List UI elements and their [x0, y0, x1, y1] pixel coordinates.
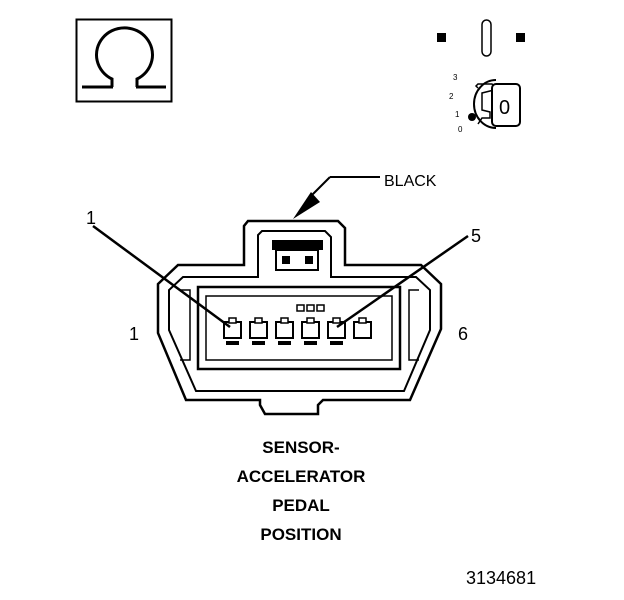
color-label: BLACK — [384, 173, 437, 190]
ignition-key-icon: 3 2 1 0 0 — [437, 19, 525, 134]
key-position-1: 1 — [455, 110, 460, 119]
pin-1-leader — [92, 224, 231, 329]
caption-line: SENSOR- — [262, 438, 340, 457]
key-letter: 0 — [499, 97, 510, 119]
key-position-2: 2 — [449, 92, 454, 101]
ohm-symbol-icon — [75, 18, 173, 103]
terminal-cavity — [223, 317, 242, 345]
caption-line: PEDAL — [272, 496, 330, 515]
connector-housing — [156, 219, 443, 416]
terminal-cavity — [327, 317, 346, 345]
pin-5-callout: 5 — [471, 226, 481, 246]
pin-1-callout: 1 — [86, 208, 96, 228]
connector-latch — [272, 240, 323, 271]
side-label-right: 6 — [458, 324, 468, 344]
terminal-cavity — [249, 317, 268, 345]
key-position-0: 0 — [458, 125, 463, 134]
terminal-cavity — [301, 317, 320, 345]
caption-line: ACCELERATOR — [236, 467, 366, 486]
color-leader — [293, 176, 380, 219]
terminal-cavity — [275, 317, 294, 345]
pin-5-leader — [336, 234, 469, 329]
keying-tabs — [296, 304, 325, 312]
figure-number: 3134681 — [466, 568, 537, 588]
terminal-cavity — [353, 317, 372, 339]
caption-line: POSITION — [260, 525, 342, 544]
component-caption: SENSOR- ACCELERATOR PEDAL POSITION — [0, 433, 602, 549]
key-position-3: 3 — [453, 73, 458, 82]
side-label-left: 1 — [129, 324, 139, 344]
